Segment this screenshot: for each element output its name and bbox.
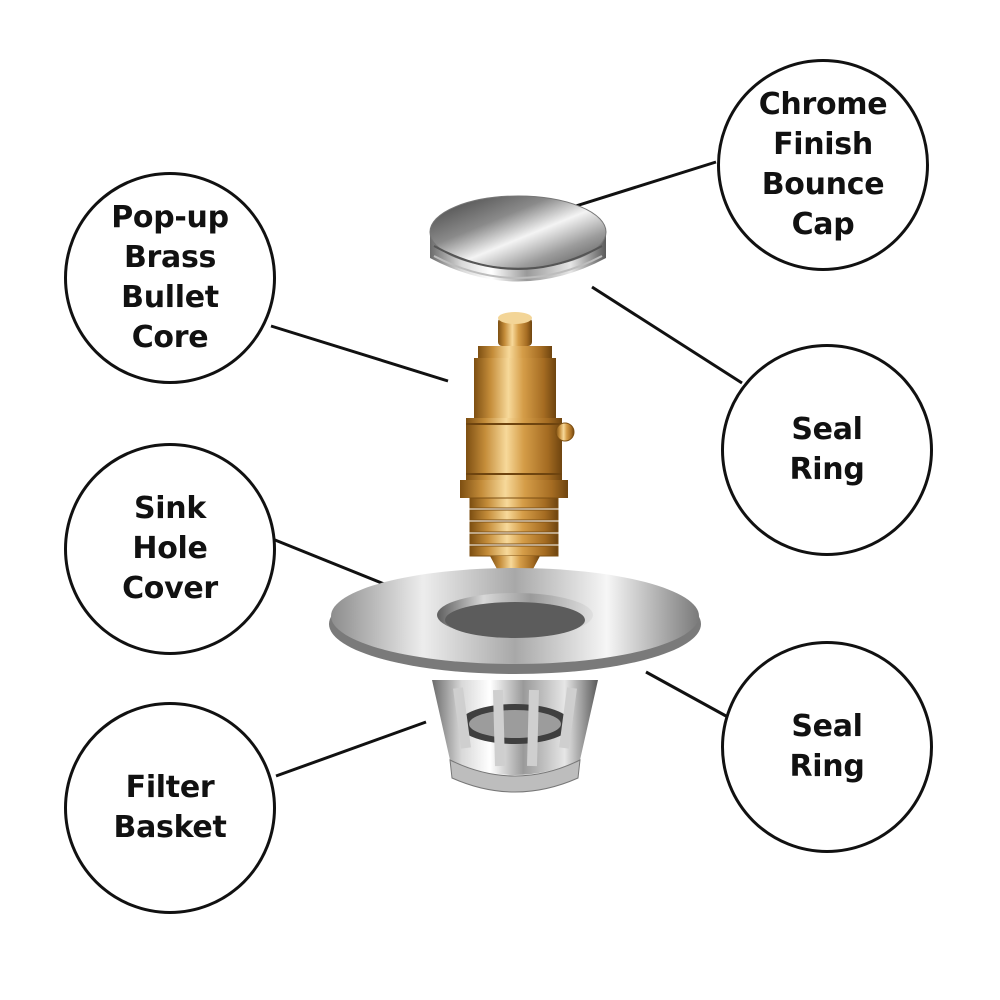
callout-label: Sink Hole Cover [122, 491, 218, 606]
callout-seal-ring-bottom: Seal Ring [721, 641, 933, 853]
callout-chrome-finish-bounce-cap: Chrome Finish Bounce Cap [717, 59, 929, 271]
leader-seal-bottom [645, 670, 727, 718]
leader-basket [275, 720, 427, 778]
callout-label: Pop-up Brass Bullet Core [111, 200, 229, 355]
callout-sink-hole-cover: Sink Hole Cover [64, 443, 276, 655]
chrome-bounce-cap [429, 195, 607, 282]
callout-label: Filter Basket [113, 770, 227, 845]
leader-cover [274, 538, 395, 590]
filter-basket [432, 680, 598, 793]
callout-label: Seal Ring [789, 709, 865, 784]
leader-core [270, 324, 449, 383]
sink-hole-cover [329, 568, 701, 674]
callout-pop-up-brass-bullet-core: Pop-up Brass Bullet Core [64, 172, 276, 384]
leader-seal-top [591, 285, 743, 385]
callout-label: Chrome Finish Bounce Cap [758, 87, 888, 242]
callout-seal-ring-top: Seal Ring [721, 344, 933, 556]
brass-bullet-core [460, 312, 575, 592]
callout-label: Seal Ring [789, 412, 865, 487]
callout-filter-basket: Filter Basket [64, 702, 276, 914]
